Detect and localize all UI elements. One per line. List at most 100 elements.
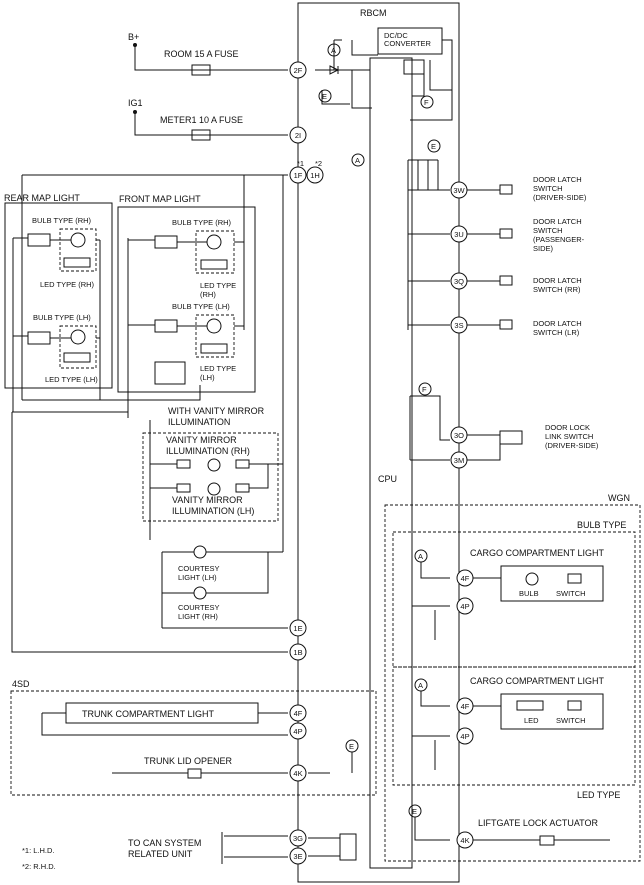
rear-led-lh: LED TYPE (LH)	[45, 375, 98, 384]
rear-map-light-group	[4, 202, 113, 389]
bulb-type-label: BULB TYPE	[577, 520, 626, 530]
svg-text:4P: 4P	[460, 732, 469, 741]
svg-text:4P: 4P	[460, 602, 469, 611]
wgn-group	[384, 504, 641, 862]
converter-element	[403, 59, 425, 75]
trunk-opener-label: TRUNK LID OPENER	[144, 756, 233, 766]
svg-text:4K: 4K	[460, 836, 469, 845]
meter-fuse-label: METER1 10 A FUSE	[160, 115, 243, 125]
ig1-label: IG1	[128, 98, 143, 108]
svg-text:3S: 3S	[454, 321, 463, 330]
front-map-light-group	[117, 206, 256, 393]
pin-1B: 1B	[289, 643, 307, 661]
meter-fuse	[191, 129, 211, 141]
room-fuse-label: ROOM 15 A FUSE	[164, 49, 239, 59]
sd4-label: 4SD	[12, 679, 30, 689]
front-led-lh: LED TYPE(LH)	[200, 364, 236, 382]
pin-1F: 1F	[289, 166, 307, 184]
svg-text:F: F	[422, 385, 427, 394]
rear-map-title: REAR MAP LIGHT	[4, 193, 80, 203]
svg-text:2F: 2F	[294, 66, 303, 75]
svg-text:A: A	[355, 156, 360, 165]
svg-text:1B: 1B	[293, 648, 302, 657]
marker-a-cargo2: A	[414, 678, 428, 692]
note-2: *2: R.H.D.	[22, 862, 56, 871]
cargo-bulb-label: CARGO COMPARTMENT LIGHT	[470, 548, 605, 558]
marker-e-liftgate: E	[408, 804, 422, 818]
sd4-group	[10, 690, 377, 796]
sw-lock-link	[499, 430, 523, 445]
cpu-block	[369, 57, 413, 869]
svg-text:A: A	[331, 46, 336, 55]
cpu-label: CPU	[378, 474, 397, 484]
sw-driver	[499, 184, 513, 195]
svg-text:3O: 3O	[454, 431, 464, 440]
dcdc-converter	[377, 27, 443, 55]
front-map-switch	[154, 361, 186, 385]
svg-text:3G: 3G	[293, 834, 303, 843]
svg-text:3W: 3W	[453, 186, 465, 195]
pin-4F-bulb: 4F	[456, 569, 474, 587]
pin-3U: 3U	[450, 225, 468, 243]
svg-text:4F: 4F	[461, 702, 470, 711]
pin-1H: 1H	[306, 166, 324, 184]
pin-4P-trunk: 4P	[289, 722, 307, 740]
rear-bulb-lh: BULB TYPE (LH)	[33, 313, 91, 322]
pin-4F-led: 4F	[456, 697, 474, 715]
sw-passenger	[499, 228, 513, 239]
vanity-group	[142, 432, 279, 522]
liftgate-label: LIFTGATE LOCK ACTUATOR	[478, 818, 599, 828]
svg-text:A: A	[418, 552, 423, 561]
bplus-label: B+	[128, 32, 139, 42]
svg-text:1F: 1F	[294, 171, 303, 180]
switch-b-label: SWITCH	[556, 716, 586, 725]
marker-e-trunk: E	[345, 739, 359, 753]
sw-lr	[499, 319, 513, 330]
rear-bulb-rh: BULB TYPE (RH)	[32, 216, 92, 225]
marker-f-top: F	[420, 95, 434, 109]
svg-text:4P: 4P	[293, 727, 302, 736]
bulb-label: BULB	[519, 589, 539, 598]
pin-1E: 1E	[289, 619, 307, 637]
rear-led-rh: LED TYPE (RH)	[40, 280, 95, 289]
marker-e-mid: E	[427, 139, 441, 153]
svg-text:1H: 1H	[310, 171, 320, 180]
svg-text:4F: 4F	[294, 709, 303, 718]
front-map-title: FRONT MAP LIGHT	[119, 194, 201, 204]
svg-text:E: E	[349, 742, 354, 751]
room-fuse	[191, 64, 211, 76]
led-label: LED	[524, 716, 539, 725]
svg-text:3U: 3U	[454, 230, 464, 239]
marker-e-top: E	[318, 89, 332, 103]
pin-3G: 3G	[289, 829, 307, 847]
svg-text:E: E	[431, 142, 436, 151]
pin-4K-trunk: 4K	[289, 764, 307, 782]
pin-3W: 3W	[450, 181, 468, 199]
trunk-light-label: TRUNK COMPARTMENT LIGHT	[82, 709, 215, 719]
led-type-group	[392, 666, 636, 786]
pin-4P-bulb: 4P	[456, 597, 474, 615]
svg-text:4F: 4F	[461, 574, 470, 583]
marker-a-mid: A	[351, 153, 365, 167]
pin-3S: 3S	[450, 316, 468, 334]
note-1: *1: L.H.D.	[22, 846, 55, 855]
pin-3E: 3E	[289, 847, 307, 865]
svg-text:3E: 3E	[293, 852, 302, 861]
svg-text:F: F	[424, 98, 429, 107]
svg-text:4K: 4K	[293, 769, 302, 778]
pin-3O: 3O	[450, 426, 468, 444]
svg-text:E: E	[412, 807, 417, 816]
star1-label: *1	[297, 159, 304, 168]
